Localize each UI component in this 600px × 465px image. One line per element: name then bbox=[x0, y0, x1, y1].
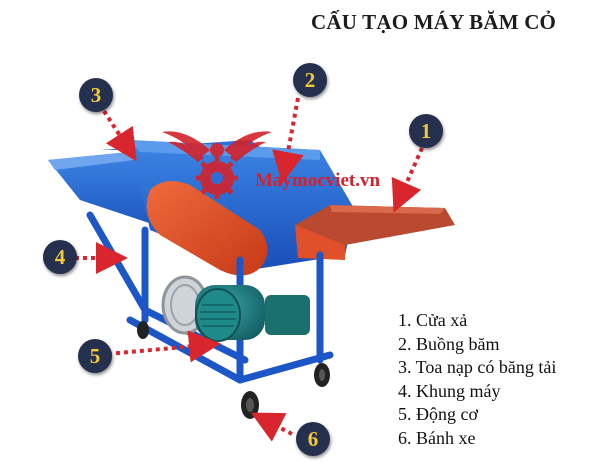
wheels bbox=[137, 321, 330, 419]
legend-item-5: 5. Động cơ bbox=[398, 404, 479, 425]
eagle-gear-logo-icon bbox=[162, 131, 272, 199]
badge-1: 1 bbox=[409, 114, 443, 148]
legend-item-3: 3. Toa nạp có băng tải bbox=[398, 357, 557, 378]
badge-6: 6 bbox=[296, 422, 330, 456]
belt-guard bbox=[146, 181, 268, 276]
arrow-6 bbox=[250, 412, 293, 442]
watermark-text: Maymocviet.vn bbox=[255, 170, 381, 191]
arrow-5 bbox=[107, 330, 221, 363]
legend-item-4: 4. Khung máy bbox=[398, 380, 501, 401]
arrow-1 bbox=[391, 147, 424, 213]
legend-item-6: 6. Bánh xe bbox=[398, 427, 476, 448]
badge-4: 4 bbox=[43, 240, 77, 274]
arrow-2 bbox=[272, 97, 304, 184]
badge-3: 3 bbox=[79, 78, 113, 112]
legend-item-1: 1. Cửa xả bbox=[398, 310, 468, 330]
page-title: CẤU TẠO MÁY BĂM CỎ bbox=[311, 10, 557, 34]
badge-2: 2 bbox=[293, 63, 327, 97]
electric-motor bbox=[161, 275, 310, 342]
legend-item-2: 2. Buồng băm bbox=[398, 333, 500, 354]
parts-legend: 1. Cửa xả 2. Buồng băm 3. Toa nạp có băn… bbox=[398, 309, 556, 451]
badge-5: 5 bbox=[78, 339, 112, 373]
pointer-arrows bbox=[75, 97, 424, 442]
arrow-3 bbox=[102, 109, 137, 162]
